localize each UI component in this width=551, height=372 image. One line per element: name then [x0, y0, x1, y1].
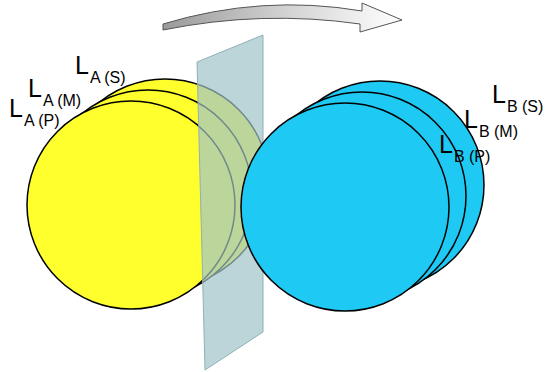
- curved-arrow: [163, 3, 402, 32]
- symbol-letter: L: [9, 94, 23, 122]
- symbol-letter: L: [75, 51, 89, 79]
- symbol-letter: L: [464, 105, 478, 133]
- symbol-letter: L: [492, 80, 506, 108]
- symbol-subscript: A (P): [24, 112, 60, 129]
- symbol-letter: L: [28, 74, 42, 102]
- circle-layer: LB (P): [240, 102, 450, 312]
- layer-label: LB (S): [492, 82, 543, 107]
- layer-label: LB (M): [464, 107, 518, 132]
- layer-label: LA (S): [75, 53, 125, 78]
- symbol-subscript: B (S): [507, 98, 543, 115]
- symbol-subscript: A (M): [43, 92, 81, 109]
- layer-label: LA (P): [9, 96, 59, 121]
- circle: [241, 103, 449, 311]
- circle-outline: [240, 102, 450, 312]
- symbol-letter: L: [439, 130, 453, 158]
- symbol-subscript: B (P): [454, 148, 490, 165]
- layer-label: LA (M): [28, 76, 81, 101]
- symbol-subscript: B (M): [479, 123, 518, 140]
- layer-label: LB (P): [439, 132, 490, 157]
- symbol-subscript: A (S): [90, 69, 126, 86]
